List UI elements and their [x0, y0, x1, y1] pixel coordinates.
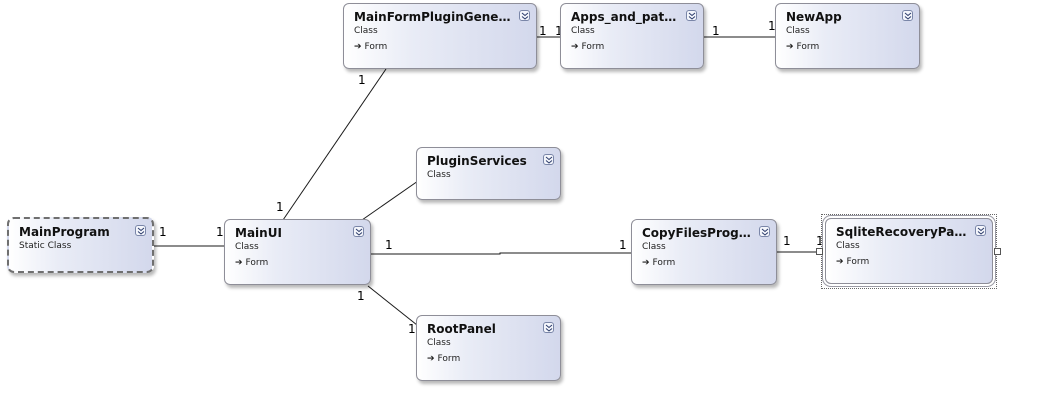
- mult-mainformplugin-right: 1: [539, 24, 547, 38]
- mult-copyfiles-right: 1: [783, 234, 791, 248]
- mult-mainprogram-end: 1: [159, 225, 167, 239]
- base-name: Form: [846, 257, 870, 267]
- class-rootpanel[interactable]: RootPanel Class ➔Form: [416, 315, 561, 381]
- class-apps-and-pathes[interactable]: Apps_and_pathes Class ➔Form: [560, 3, 704, 69]
- double-chevron-icon[interactable]: [975, 225, 986, 236]
- class-name: Apps_and_pathes: [571, 10, 679, 24]
- arrow-right-icon: ➔: [836, 257, 844, 267]
- class-stereotype: Class: [427, 338, 451, 348]
- arrow-right-icon: ➔: [571, 42, 579, 52]
- base-name: Form: [245, 258, 269, 268]
- class-mainprogram[interactable]: MainProgram Static Class: [7, 217, 154, 273]
- class-stereotype: Class: [786, 26, 810, 36]
- class-stereotype: Class: [427, 170, 451, 180]
- mult-mainui-right: 1: [385, 238, 393, 252]
- class-base: ➔Form: [354, 42, 387, 52]
- double-chevron-icon[interactable]: [353, 226, 364, 237]
- double-chevron-icon[interactable]: [543, 154, 554, 165]
- class-pluginservices[interactable]: PluginServices Class: [416, 147, 561, 200]
- arrow-right-icon: ➔: [642, 258, 650, 268]
- class-stereotype: Class: [235, 242, 259, 252]
- arrow-right-icon: ➔: [427, 354, 435, 364]
- mult-copyfiles-left: 1: [619, 238, 627, 252]
- arrow-right-icon: ➔: [235, 258, 243, 268]
- class-stereotype: Class: [571, 26, 595, 36]
- class-name: RootPanel: [427, 322, 496, 336]
- resize-handle-right[interactable]: [994, 248, 1001, 255]
- class-base: ➔Form: [786, 42, 819, 52]
- mult-mainui-left: 1: [216, 225, 224, 239]
- class-base: ➔Form: [571, 42, 604, 52]
- base-name: Form: [437, 354, 461, 364]
- mult-rootpanel-left: 1: [408, 322, 416, 336]
- mult-apps-right: 1: [712, 24, 720, 38]
- class-mainformplugingenerator[interactable]: MainFormPluginGenerat... Class ➔Form: [343, 3, 537, 69]
- class-base: ➔Form: [642, 258, 675, 268]
- line-mainui-mainformplugin: [282, 68, 387, 221]
- mult-apps-left: 1: [555, 24, 563, 38]
- mult-mainformplugin-bottom: 1: [358, 73, 366, 87]
- resize-handle-left[interactable]: [816, 248, 823, 255]
- arrow-right-icon: ➔: [354, 42, 362, 52]
- mult-mainui-bottom: 1: [357, 289, 365, 303]
- class-mainui[interactable]: MainUI Class ➔Form: [224, 219, 371, 285]
- line-mainui-copyfiles: [371, 252, 632, 255]
- class-name: PluginServices: [427, 154, 527, 168]
- class-base: ➔Form: [235, 258, 268, 268]
- class-stereotype: Class: [354, 26, 378, 36]
- class-stereotype: Class: [642, 242, 666, 252]
- line-mainui-rootpanel: [367, 285, 418, 326]
- class-base: ➔Form: [427, 354, 460, 364]
- mult-newapp-left: 1: [768, 19, 776, 33]
- base-name: Form: [364, 42, 388, 52]
- double-chevron-icon[interactable]: [902, 10, 913, 21]
- arrow-right-icon: ➔: [786, 42, 794, 52]
- mult-mainui-top: 1: [276, 200, 284, 214]
- class-stereotype: Static Class: [19, 241, 72, 251]
- class-sqliterecoverypage[interactable]: SqliteRecoveryPage Class ➔Form: [825, 218, 993, 284]
- double-chevron-icon[interactable]: [686, 10, 697, 21]
- class-name: MainProgram: [19, 225, 110, 239]
- base-name: Form: [796, 42, 820, 52]
- line-mainui-pluginservices: [361, 180, 419, 221]
- class-name: MainFormPluginGenerat...: [354, 10, 512, 24]
- mult-sqlite-left: 1: [816, 234, 824, 248]
- class-newapp[interactable]: NewApp Class ➔Form: [775, 3, 920, 69]
- double-chevron-icon[interactable]: [543, 322, 554, 333]
- class-base: ➔Form: [836, 257, 869, 267]
- class-name: NewApp: [786, 10, 842, 24]
- class-name: CopyFilesProgress: [642, 226, 752, 240]
- base-name: Form: [652, 258, 676, 268]
- class-stereotype: Class: [836, 241, 860, 251]
- class-name: SqliteRecoveryPage: [836, 225, 968, 239]
- base-name: Form: [581, 42, 605, 52]
- class-copyfilesprogress[interactable]: CopyFilesProgress Class ➔Form: [631, 219, 777, 285]
- double-chevron-icon[interactable]: [135, 225, 146, 236]
- double-chevron-icon[interactable]: [759, 226, 770, 237]
- double-chevron-icon[interactable]: [519, 10, 530, 21]
- class-name: MainUI: [235, 226, 282, 240]
